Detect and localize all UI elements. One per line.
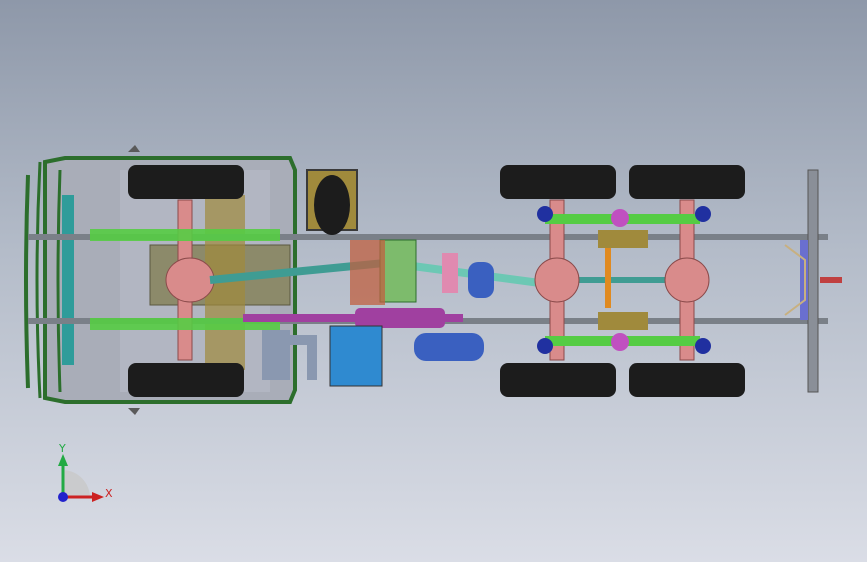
front-tire-lower <box>128 363 244 397</box>
fuel-tank <box>329 325 383 387</box>
exhaust-pipe <box>243 314 463 322</box>
spare-tire-tread <box>314 175 350 235</box>
triad-plane <box>63 470 90 497</box>
pivot-upper <box>611 209 629 227</box>
transfer-mount <box>350 240 385 305</box>
pivot-lower <box>611 333 629 351</box>
rear-tandem[interactable] <box>500 165 745 397</box>
rear-differential <box>664 257 710 303</box>
x-arrow-icon <box>92 492 104 502</box>
cab-front-edge <box>56 169 62 393</box>
front-spring-upper <box>90 229 280 241</box>
mirror-left <box>128 145 140 152</box>
battery-box <box>442 253 458 293</box>
air-tank-lower <box>414 333 484 361</box>
front-tire-upper <box>128 165 244 199</box>
mirror-right <box>128 408 140 415</box>
rear-crossmember <box>807 169 819 393</box>
x-axis-label: X <box>105 487 113 500</box>
rear-bracket-trim <box>784 244 806 316</box>
grille-guard <box>35 161 42 399</box>
brake-chamber-2 <box>537 338 553 354</box>
triad-origin <box>58 492 68 502</box>
brake-chamber-1 <box>537 206 553 222</box>
coordinate-triad: Y X <box>58 442 113 502</box>
radiator <box>62 195 74 365</box>
air-filter <box>262 330 290 380</box>
brake-chamber-4 <box>695 338 711 354</box>
rear-tire-lower <box>629 363 745 397</box>
muffler <box>355 308 445 328</box>
middle-tire-upper <box>500 165 616 199</box>
frame-rail-upper <box>28 234 828 240</box>
interaxle-link <box>605 248 611 308</box>
front-differential <box>165 257 215 303</box>
brake-chamber-3 <box>695 206 711 222</box>
air-tank-upper <box>468 262 494 298</box>
tow-hook <box>820 277 842 283</box>
front-spring-lower <box>90 318 280 330</box>
bogie-upper <box>598 230 648 248</box>
transfer-case <box>379 239 417 303</box>
middle-differential <box>534 257 580 303</box>
exhaust-system[interactable] <box>243 308 463 380</box>
front-axle[interactable] <box>90 165 280 397</box>
tanks[interactable] <box>329 253 494 387</box>
intake-pipe <box>290 335 317 380</box>
rear-tire-upper <box>629 165 745 199</box>
bogie-lower <box>598 312 648 330</box>
bumper-guard <box>24 174 30 389</box>
y-axis-label: Y <box>58 442 66 455</box>
middle-tire-lower <box>500 363 616 397</box>
y-arrow-icon <box>58 454 68 466</box>
spare-tire[interactable] <box>306 169 358 235</box>
